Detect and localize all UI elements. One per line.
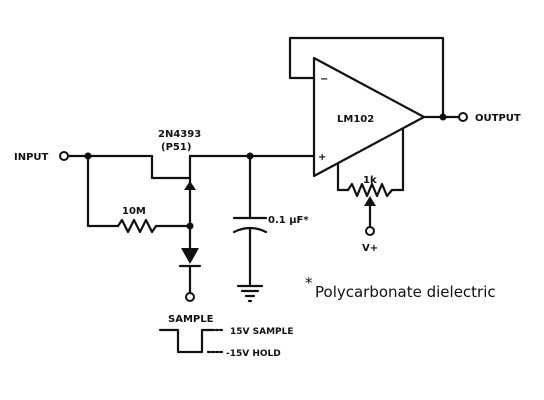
sample-waveform [158,328,224,354]
sample-label: SAMPLE [168,314,214,325]
opamp-part-label: LM102 [337,114,374,125]
sample-high-label: 15V SAMPLE [230,327,294,337]
offset-pot [336,128,405,236]
diode-icon [181,248,199,264]
ground-icon [236,284,264,303]
note-asterisk: * [305,274,313,292]
opamp-triangle [312,56,426,178]
dielectric-note: Polycarbonate dielectric [315,283,496,301]
opamp-lm102 [288,36,468,178]
supply-label: V+ [362,243,378,254]
pot-label: 1k [363,175,377,186]
capacitor-label: 0.1 μF* [268,215,309,226]
sample-terminal [185,292,195,302]
fet-sub-label: (P51) [161,142,191,153]
gate-arrow-icon [184,181,196,190]
inverting-input-label: − [320,74,328,85]
input-label: INPUT [14,152,49,163]
input-net [59,151,154,228]
resistor-10m [116,218,192,234]
supply-terminal [365,226,375,236]
input-terminal [59,151,69,161]
fet-part-label: 2N4393 [158,129,201,140]
hold-capacitor [232,152,268,286]
sample-low-label: -15V HOLD [226,349,281,359]
wiper-arrow-icon [364,196,376,206]
resistor-label: 10M [122,206,146,217]
output-terminal [458,112,468,122]
output-label: OUTPUT [475,113,521,124]
diode [178,224,202,302]
noninverting-input-label: + [318,152,326,163]
output-junction [439,113,447,121]
